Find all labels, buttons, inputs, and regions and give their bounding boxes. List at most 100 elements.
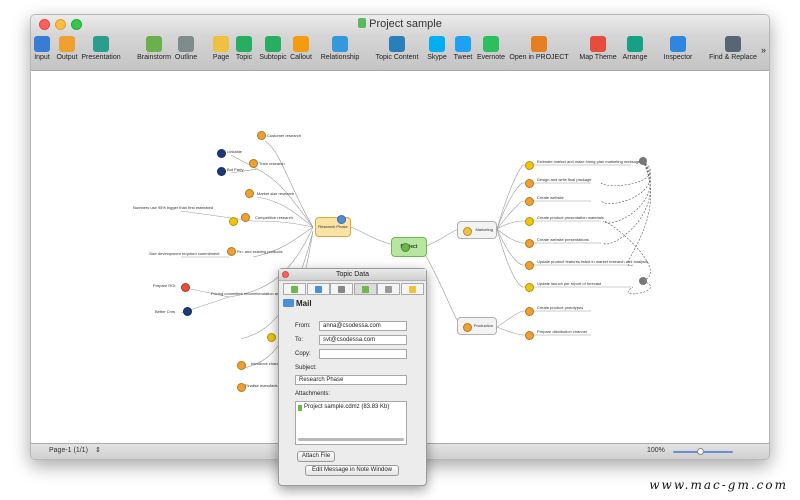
relationship-anchor[interactable] <box>639 157 647 165</box>
from-field[interactable]: anna@csodessa.com <box>319 321 407 331</box>
priority-icon <box>257 131 266 140</box>
toolbar-find-replace-button[interactable]: Find & Replace <box>707 35 759 71</box>
marketing-label: Marketing <box>475 227 493 232</box>
right-topic[interactable]: Create website <box>537 195 564 200</box>
right-topic[interactable]: Create product presentation materials <box>537 215 604 220</box>
open-in-project-icon <box>531 36 547 52</box>
right-topic[interactable]: Design and write final package <box>537 177 592 182</box>
pie-icon <box>525 197 534 206</box>
toolbar-label: Brainstorm <box>137 54 171 61</box>
panel-tab[interactable] <box>283 283 306 295</box>
priority-icon <box>249 159 258 168</box>
toolbar-label: Relationship <box>320 54 360 61</box>
toolbar-skype-button[interactable]: Skype <box>427 35 447 71</box>
zoom-window-button[interactable] <box>71 19 82 30</box>
map-theme-icon <box>590 36 606 52</box>
toolbar-subtopic-button[interactable]: Subtopic <box>259 35 287 71</box>
mail-section: Mail <box>283 299 312 308</box>
toolbar-label: Open in PROJECT <box>509 54 569 61</box>
attachments-scrollbar[interactable] <box>298 438 404 441</box>
toolbar-label: Evernote <box>477 54 506 61</box>
play-icon <box>525 331 534 340</box>
toolbar-brainstorm-button[interactable]: Brainstorm <box>135 35 173 71</box>
production-topic[interactable]: Create product prototypes <box>537 305 584 310</box>
attachment-item[interactable]: Project sample.cdmz (83.83 Kb) <box>304 404 390 410</box>
toolbar-presentation-button[interactable]: Presentation <box>81 35 121 71</box>
left-topic[interactable]: Pricing committee recommendation and sig… <box>211 291 296 296</box>
relationship-anchor[interactable] <box>639 277 647 285</box>
right-topic[interactable]: Estimate market and make hiring plan mar… <box>537 159 641 164</box>
production-topic[interactable]: Prepare distribution channel <box>537 329 587 334</box>
left-topic[interactable]: Market size research <box>257 191 295 196</box>
to-field[interactable]: svt@csodessa.com <box>319 335 407 345</box>
left-topic[interactable]: Fin. and existing products <box>237 249 283 254</box>
panel-tab[interactable] <box>400 283 424 295</box>
right-topic[interactable]: Update product features listed in market… <box>537 259 648 264</box>
watermark: www.mac-gm.com <box>649 478 788 492</box>
toolbar-label: Find & Replace <box>709 54 757 61</box>
right-topic[interactable]: Update launch per report of forecast <box>537 281 602 286</box>
left-subtopic[interactable]: Numbers use 95% bigger than first estima… <box>133 205 214 210</box>
toolbar-input-button[interactable]: Input <box>33 35 51 71</box>
left-topic[interactable]: Train research <box>259 161 285 166</box>
panel-tab-icon <box>314 286 322 293</box>
output-icon <box>59 36 75 52</box>
left-subtopic[interactable]: Prepare ROI <box>153 283 176 288</box>
toolbar-open-in-project-button[interactable]: Open in PROJECT <box>507 35 571 71</box>
toolbar-callout-button[interactable]: Callout <box>289 35 313 71</box>
bottom-topic[interactable]: Finalise manufacturing policy <box>245 383 297 388</box>
toolbar-page-button[interactable]: Page <box>211 35 231 71</box>
toolbar-inspector-button[interactable]: Inspector <box>661 35 695 71</box>
left-subtopic[interactable]: Better Cms <box>155 309 176 314</box>
panel-tab-icon <box>408 286 416 293</box>
copy-field[interactable] <box>319 349 407 359</box>
panel-title: Topic Data <box>335 271 370 278</box>
toolbar-outline-button[interactable]: Outline <box>173 35 199 71</box>
attach-file-button[interactable]: Attach File <box>297 451 335 462</box>
attachments-list[interactable]: Project sample.cdmz (83.83 Kb) <box>295 401 407 445</box>
panel-close-button[interactable] <box>282 271 289 278</box>
panel-tab[interactable] <box>377 283 400 295</box>
toolbar-topic-button[interactable]: Topic <box>233 35 255 71</box>
toolbar-label: Arrange <box>622 54 648 61</box>
panel-tab[interactable] <box>306 283 330 295</box>
toolbar-label: Topic Content <box>375 54 419 61</box>
page-selector[interactable]: Page-1 (1/1) <box>49 447 88 454</box>
toolbar-overflow-button[interactable]: » <box>761 45 767 55</box>
title-bar: Project sample <box>31 15 769 35</box>
right-topic[interactable]: Create website presentations <box>537 237 589 242</box>
document-icon <box>358 18 367 28</box>
toolbar-tweet-button[interactable]: Tweet <box>453 35 473 71</box>
toolbar-relationship-button[interactable]: Relationship <box>317 35 363 71</box>
topic-content-icon <box>389 36 405 52</box>
bottom-topic[interactable]: Introduce changes and final <box>251 361 301 366</box>
left-subtopic[interactable]: Linkable <box>227 149 242 154</box>
edit-message-button[interactable]: Edit Message in Note Window <box>305 465 399 476</box>
pie-icon <box>525 179 534 188</box>
left-topic[interactable]: Customer research <box>267 133 302 138</box>
mail-icon <box>283 299 294 307</box>
toolbar-arrange-button[interactable]: Arrange <box>621 35 649 71</box>
toolbar-output-button[interactable]: Output <box>55 35 79 71</box>
subject-label: Subject: <box>295 365 317 371</box>
left-subtopic[interactable]: Size development required commitment <box>149 251 220 256</box>
window-title-text: Project sample <box>369 18 442 30</box>
left-topic[interactable]: Competitive research <box>255 215 293 220</box>
close-window-button[interactable] <box>39 19 50 30</box>
callout-icon <box>293 36 309 52</box>
toolbar-map-theme-button[interactable]: Map Theme <box>579 35 617 71</box>
minimize-window-button[interactable] <box>55 19 66 30</box>
toolbar-evernote-button[interactable]: Evernote <box>477 35 505 71</box>
pie-icon <box>525 239 534 248</box>
panel-tab[interactable] <box>353 283 377 295</box>
person-icon <box>217 167 226 176</box>
panel-tab[interactable] <box>330 283 353 295</box>
toolbar-label: Map Theme <box>579 54 617 61</box>
zoom-slider-knob[interactable] <box>697 448 704 455</box>
left-subtopic[interactable]: Bot Party <box>227 167 244 172</box>
page-stepper-icon[interactable]: ⇕ <box>95 447 101 454</box>
subject-field[interactable]: Research Phase <box>295 375 407 385</box>
toolbar-topic-content-button[interactable]: Topic Content <box>371 35 423 71</box>
arrange-icon <box>627 36 643 52</box>
